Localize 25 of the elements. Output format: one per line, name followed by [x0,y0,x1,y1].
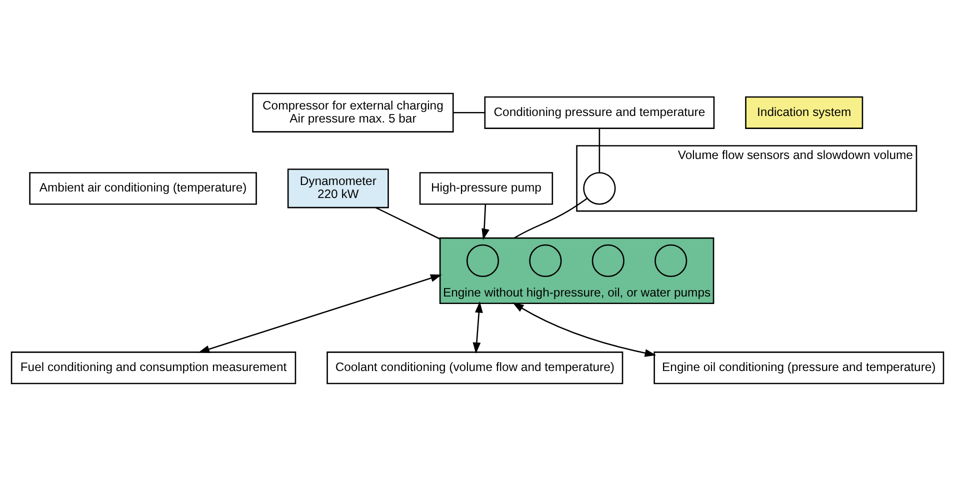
arrow [472,301,483,354]
node-box: Ambient air conditioning (temperature) [29,172,257,205]
arrow [198,274,442,353]
node-circle [592,244,624,278]
node-label: Engine without high-pressure, oil, or water pumps [442,286,711,300]
arrow [482,204,490,240]
node-box: High-pressure pump [419,172,554,205]
node-box: Compressor for external charging Air pressure max. 5 bar [252,92,454,132]
arrow [512,302,656,357]
node-box: Fuel conditioning and consumption measurement [10,352,296,384]
node-circle [529,244,562,278]
node-box: Indication system [745,96,864,129]
node-box: Dynamometer 220 kW [287,168,389,208]
node-circle [466,244,500,278]
cluster [439,237,714,304]
connector [598,128,600,173]
node-circle [654,244,688,278]
node-circle [583,172,616,205]
node-box: Conditioning pressure and temperature [484,96,715,129]
connector [453,112,485,114]
node-box: Coolant conditioning (volume flow and temperature) [326,352,624,384]
cluster: Volume flow sensors and slowdown volume [576,145,918,212]
connector [514,198,588,239]
connector [375,207,440,240]
node-box: Engine oil conditioning (pressure and temperature) [654,352,944,384]
